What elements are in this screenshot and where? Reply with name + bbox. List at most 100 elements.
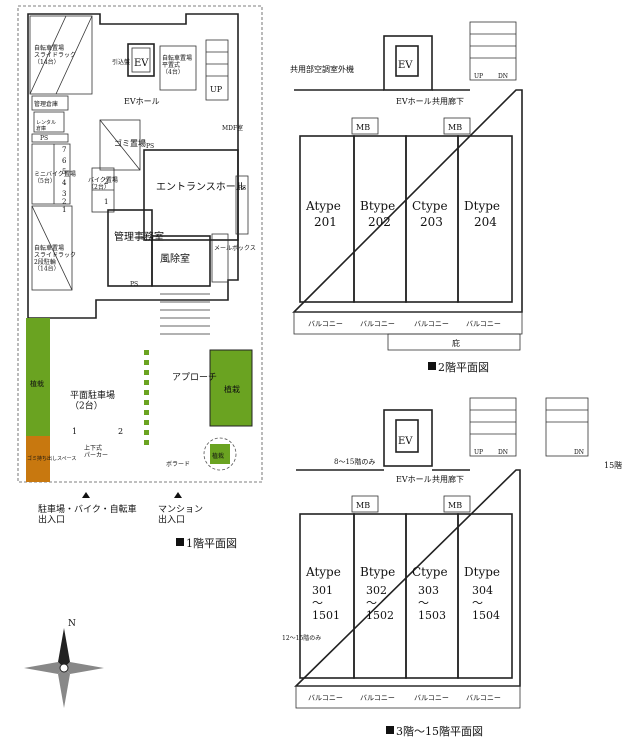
label-unit-203-num: 203 (420, 215, 443, 229)
label-unit-204-type: Dtype (464, 199, 500, 213)
label-outdoor-unit: 共用部空調室外機 (290, 64, 354, 74)
floor2-labels: 共用部空調室外機 EV EVホール 共用廊下 UP DN MB MB Atype… (290, 60, 508, 374)
label-bike-rack-top: 自転車置場スライドラック（14台） (34, 44, 76, 66)
label-mini-3: 5 (62, 168, 66, 176)
label-office: 管理事務室 (114, 230, 164, 243)
label-mb-3f-1: MB (356, 501, 370, 510)
label-unit-302-type: Btype (360, 565, 395, 579)
label-mb-2f-1: MB (356, 123, 370, 132)
label-balcony-3f-1: バルコニー (308, 694, 343, 702)
label-balcony-2f-2: バルコニー (360, 320, 395, 328)
floor3-plan (294, 397, 589, 734)
label-rental-storage: レンタル倉庫 (36, 119, 56, 132)
label-mdf: MDF室 (222, 124, 243, 132)
label-mb-2f-2: MB (448, 123, 462, 132)
label-unit-301-num: 301〜1501 (312, 584, 340, 622)
compass-north: N (68, 619, 76, 629)
label-windbreak: 風除室 (160, 252, 190, 265)
label-garbage-out: ゴミ持ち出しスペース (27, 455, 76, 462)
label-parking-2: 2 (118, 427, 123, 436)
floor1-plan (17, 5, 263, 546)
label-balcony-2f-4: バルコニー (466, 320, 501, 328)
caption-floor1: 1階平面図 (186, 536, 237, 550)
label-mini-7: 1 (62, 206, 66, 214)
label-parking-1: 1 (72, 427, 77, 436)
label-bike-num-1: 1 (104, 198, 108, 206)
label-mb-3f-2: MB (448, 501, 462, 510)
label-planting-left: 植栽 (30, 379, 44, 388)
planting-small (210, 444, 230, 464)
label-only-12-15: 12〜15階のみ (282, 634, 321, 642)
planting-right (209, 349, 253, 427)
label-ev-hall-2f: EVホール (396, 97, 432, 106)
label-unit-204-num: 204 (474, 215, 497, 229)
label-unit-201-num: 201 (314, 215, 337, 229)
label-unit-303-num: 303〜1503 (418, 584, 446, 622)
label-planting-right: 植栽 (224, 384, 240, 394)
label-up-1f: UP (210, 85, 223, 94)
label-corridor-2f: 共用廊下 (432, 96, 464, 106)
floor2-plan (292, 21, 523, 370)
label-unit-303-type: Ctype (412, 565, 448, 579)
garbage-out-space (26, 436, 50, 482)
label-eave: 庇 (452, 338, 460, 348)
bollard-line (144, 350, 149, 445)
label-only-8-15: 8〜15階のみ (334, 457, 375, 466)
label-ps-1: PS (40, 135, 48, 142)
label-ev-1f: EV (134, 58, 149, 69)
label-dn-15f: DN (574, 449, 584, 456)
label-mini-1: 7 (62, 146, 66, 154)
label-up-2f: UP (474, 73, 483, 80)
label-unit-304-type: Dtype (464, 565, 500, 579)
label-balcony-3f-4: バルコニー (466, 694, 501, 702)
label-ev-hall-1f: EVホール (124, 97, 160, 106)
label-balcony-3f-2: バルコニー (360, 694, 395, 702)
caption-floor2: 2階平面図 (438, 360, 489, 374)
floor1-labels: EV EVホール 自転車置場平置式（4台） UP 自転車置場スライドラック（14… (27, 44, 256, 550)
arrow-car-entrance (82, 492, 90, 498)
label-mini-bike: ミニバイク置場（5台） (34, 170, 76, 185)
label-entrance-main: マンション出入口 (158, 505, 203, 525)
label-parker: 上下式パーカー (84, 444, 108, 459)
label-bollard: ボラード (166, 460, 190, 468)
label-mini-4: 4 (62, 179, 67, 187)
label-ps-3: PS (238, 185, 246, 192)
label-entrance-hall: エントランスホール (156, 181, 246, 193)
label-approach: アプローチ (172, 372, 217, 383)
caption-floor3: 3階〜15階平面図 (396, 724, 483, 738)
label-mini-6: 2 (62, 198, 66, 206)
label-garbage: ゴミ置場 (114, 138, 146, 148)
label-mini-5: 3 (62, 190, 66, 198)
label-unit-304-num: 304〜1504 (472, 584, 500, 622)
label-up-3f: UP (474, 449, 483, 456)
label-entrance-car: 駐車場・バイク・自転車出入口 (38, 503, 137, 525)
label-mini-2: 6 (62, 157, 67, 165)
label-unit-201-type: Atype (305, 199, 341, 213)
label-ps-4: PS (130, 281, 138, 288)
floor3-labels: 8〜15階のみ EV EVホール 共用廊下 UP DN DN 15階 MB MB… (282, 436, 622, 738)
label-unit-202-type: Btype (360, 199, 395, 213)
label-planting-small: 植栽 (212, 452, 224, 460)
label-ps-2: PS (146, 143, 154, 150)
label-mailbox: メールボックス (214, 244, 256, 252)
label-bike-num-2: 2 (104, 178, 108, 186)
label-bike-rack-flat: 自転車置場平置式（4台） (162, 54, 192, 76)
label-dn-3f: DN (498, 449, 508, 456)
label-balcony-2f-3: バルコニー (414, 320, 449, 328)
label-bicycle-shelter: 引込盤 (112, 58, 130, 66)
label-unit-301-type: Atype (305, 565, 341, 579)
label-ev-hall-3f: EVホール (396, 475, 432, 484)
label-corridor-3f: 共用廊下 (432, 474, 464, 484)
label-management-storage: 管理倉庫 (34, 100, 58, 108)
label-balcony-2f-1: バルコニー (308, 320, 343, 328)
label-ev-2f: EV (398, 60, 413, 71)
planting-left (26, 318, 50, 436)
label-floor15: 15階 (604, 460, 622, 470)
approach-stripes (160, 293, 210, 335)
compass-icon: N (24, 619, 104, 708)
label-unit-202-num: 202 (368, 215, 391, 229)
arrow-main-entrance (174, 492, 182, 498)
label-ev-3f: EV (398, 436, 413, 447)
